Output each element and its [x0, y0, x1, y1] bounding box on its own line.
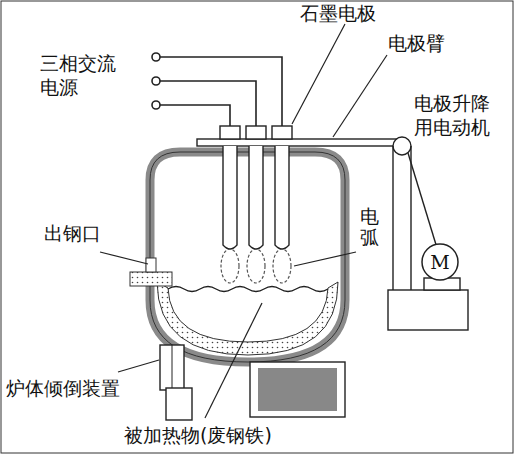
- motor-symbol: M: [421, 243, 459, 281]
- part-label: 电极臂: [388, 32, 445, 56]
- part-label: 炉体倾倒装置: [6, 377, 120, 401]
- part-label: 电弧: [360, 206, 379, 248]
- part-label: 被加热物(废钢铁): [124, 424, 272, 448]
- source-label: 三相交流 电源: [40, 52, 122, 100]
- part-label: 石墨电极: [300, 2, 376, 26]
- motor-letter: M: [430, 251, 449, 273]
- motor-label: 电极升降 用电动机: [414, 92, 496, 140]
- part-label: 出钢口: [44, 222, 101, 246]
